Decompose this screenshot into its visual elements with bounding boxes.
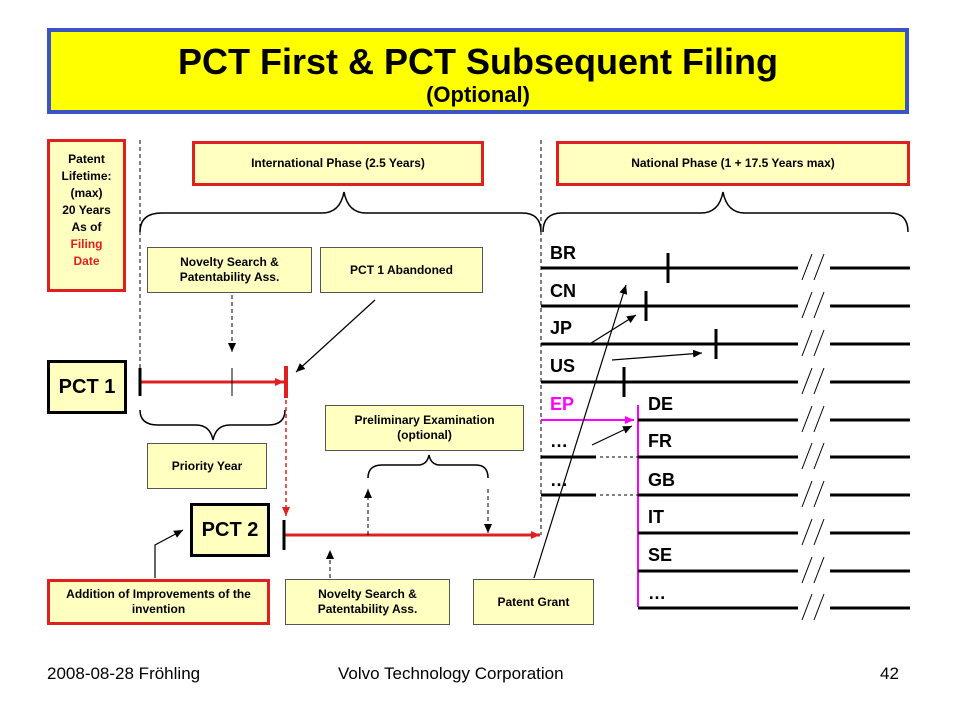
addition-arrow — [154, 529, 184, 578]
priority-year-box: Priority Year — [147, 443, 267, 489]
lifetime-line-7: Date — [73, 254, 100, 268]
novelty-search-top-label: Novelty Search & Patentability Ass. — [179, 255, 280, 284]
grant-arrow-jp — [611, 349, 703, 361]
priority-year-brace — [139, 409, 286, 441]
page-subtitle: (Optional) — [426, 82, 530, 107]
country-label-ep: EP — [550, 394, 575, 414]
title-banner: PCT First & PCT Subsequent Filing (Optio… — [47, 28, 909, 114]
country-label-ep-more: … — [648, 583, 666, 603]
country-label-us: US — [550, 356, 576, 376]
footer-company: Volvo Technology Corporation — [338, 664, 564, 683]
lifetime-line-1: Patent — [68, 152, 105, 166]
country-label-fr: FR — [648, 431, 672, 451]
priority-year-label: Priority Year — [171, 458, 243, 473]
pct2-box: PCT 2 — [190, 503, 270, 557]
addition-improvements-box: Addition of Improvements of the inventio… — [47, 579, 270, 625]
country-label-se: SE — [648, 545, 673, 565]
novelty-search-bottom-label: Novelty Search & Patentability Ass. — [317, 587, 418, 616]
pct1-box: PCT 1 — [47, 360, 127, 414]
country-label-cn: CN — [550, 281, 576, 301]
novelty-search-bottom-box: Novelty Search & Patentability Ass. — [285, 579, 450, 625]
novelty-search-top-box: Novelty Search & Patentability Ass. — [147, 247, 312, 293]
international-phase-box: International Phase (2.5 Years) — [192, 141, 484, 186]
national-brace — [542, 191, 909, 233]
pct2-label: PCT 2 — [201, 518, 259, 541]
country-label-br: BR — [550, 243, 576, 263]
pct1-abandoned-label: PCT 1 Abandoned — [350, 262, 453, 277]
footer-date-author: 2008-08-28 Fröhling — [47, 664, 201, 683]
lifetime-line-5: As of — [71, 220, 102, 234]
lifetime-line-4: 20 Years — [62, 203, 111, 217]
country-label-gb: GB — [648, 470, 675, 490]
pct1-abandoned-arrow — [295, 299, 376, 373]
country-label-more-2: … — [550, 470, 568, 490]
pct1-abandoned-box: PCT 1 Abandoned — [320, 247, 483, 293]
patent-grant-box: Patent Grant — [473, 579, 594, 625]
international-brace — [139, 191, 542, 233]
addition-improvements-label: Addition of Improvements of the inventio… — [66, 587, 251, 616]
page-title: PCT First & PCT Subsequent Filing — [177, 41, 778, 82]
country-label-more-1: … — [550, 431, 568, 451]
lifetime-line-6: Filing — [70, 237, 103, 251]
grant-arrow-fr — [591, 425, 633, 446]
national-phase-label: National Phase (1 + 17.5 Years max) — [631, 156, 835, 170]
international-phase-label: International Phase (2.5 Years) — [251, 156, 425, 170]
pct1-label: PCT 1 — [58, 375, 116, 398]
lifetime-line-2: Lifetime: — [61, 169, 112, 183]
footer-page-number: 42 — [880, 664, 899, 683]
country-label-it: IT — [648, 507, 664, 527]
lifetime-line-3: (max) — [70, 186, 103, 200]
prelim-exam-brace — [367, 454, 489, 479]
preliminary-exam-label: Preliminary Examination (optional) — [354, 413, 495, 442]
national-phase-box: National Phase (1 + 17.5 Years max) — [556, 141, 910, 186]
grant-arrow-cn — [587, 314, 637, 346]
break-marks — [801, 253, 825, 621]
preliminary-exam-box: Preliminary Examination (optional) — [325, 405, 524, 451]
country-label-de: DE — [648, 394, 674, 414]
country-label-jp: JP — [550, 318, 573, 338]
patent-lifetime-box: Patent Lifetime: (max) 20 Years As of Fi… — [47, 139, 126, 292]
patent-grant-label: Patent Grant — [497, 594, 570, 609]
grant-arrow-br — [533, 284, 628, 579]
